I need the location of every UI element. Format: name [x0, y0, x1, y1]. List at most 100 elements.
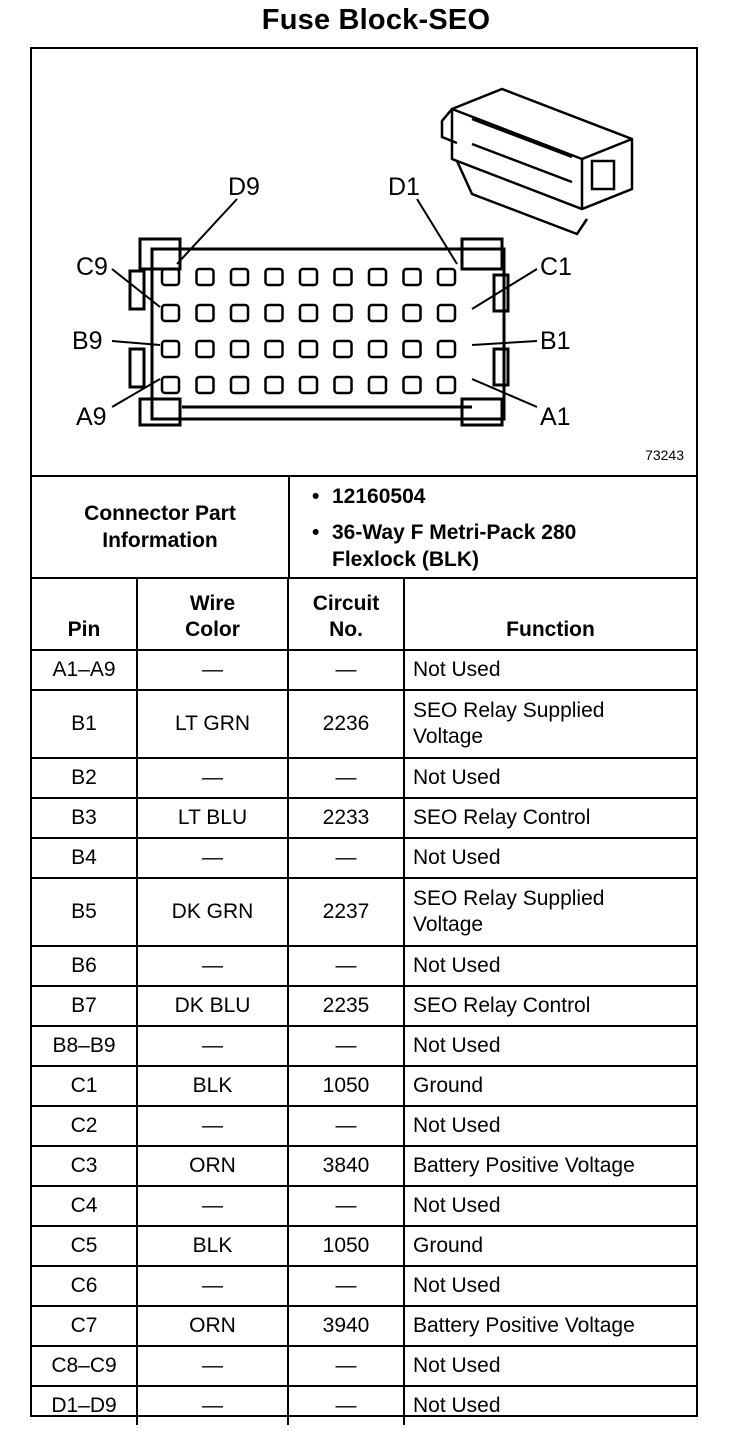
pin-cavity	[160, 339, 181, 359]
page-title: Fuse Block-SEO	[261, 4, 491, 36]
cell-pin: C1	[32, 1065, 138, 1107]
cell-circuit: —	[287, 945, 405, 987]
pin-cavity	[264, 303, 284, 323]
cell-function: SEO Relay Control	[403, 985, 696, 1027]
cell-pin: C5	[32, 1225, 138, 1267]
pin-cavity	[229, 339, 250, 359]
cell-circuit: 1050	[287, 1065, 405, 1107]
cell-circuit: —	[287, 649, 405, 691]
cell-function: Not Used	[403, 757, 696, 799]
cell-wire-color: BLK	[136, 1065, 289, 1107]
pin-cavity	[264, 339, 284, 359]
pin-cavities	[160, 267, 457, 395]
table-row: B8–B9——Not Used	[32, 1025, 696, 1067]
cell-function: Not Used	[403, 945, 696, 987]
cell-pin: C6	[32, 1265, 138, 1307]
cell-wire-color: —	[136, 1385, 289, 1425]
table-row: C4——Not Used	[32, 1185, 696, 1227]
cell-function: Battery Positive Voltage	[403, 1305, 696, 1347]
pin-cavity	[298, 303, 319, 323]
pin-cavity	[264, 375, 284, 395]
pin-cavity	[367, 267, 388, 287]
cell-function: SEO Relay Control	[403, 797, 696, 839]
cell-wire-color: —	[136, 1185, 289, 1227]
cell-wire-color: —	[136, 1265, 289, 1307]
pin-cavity	[436, 375, 457, 395]
table-row: B2——Not Used	[32, 757, 696, 799]
cell-circuit: 2235	[287, 985, 405, 1027]
pin-cavity	[333, 303, 353, 323]
pin-cavity	[402, 303, 422, 323]
cell-circuit: —	[287, 1025, 405, 1067]
table-row: C2——Not Used	[32, 1105, 696, 1147]
cell-circuit: 2236	[287, 689, 405, 759]
cell-wire-color: DK BLU	[136, 985, 289, 1027]
figure-number: 73243	[645, 447, 684, 463]
pin-cavity	[367, 375, 388, 395]
pin-cavity	[333, 339, 353, 359]
label-d1: D1	[388, 173, 420, 201]
cell-pin: B2	[32, 757, 138, 799]
cell-wire-color: —	[136, 837, 289, 879]
cell-wire-color: —	[136, 757, 289, 799]
cell-wire-color: ORN	[136, 1145, 289, 1187]
pin-cavity	[402, 339, 422, 359]
cell-circuit: —	[287, 1185, 405, 1227]
pin-cavity	[367, 303, 388, 323]
connector-diagram: D9 D1 C9 C1 B9 B1 A9 A1 73243	[32, 49, 696, 477]
cell-circuit: 2233	[287, 797, 405, 839]
header-wire-color: Wire Color	[136, 579, 289, 651]
pin-cavity	[160, 267, 181, 287]
connector-part-info: Connector Part Information 12160504 36-W…	[32, 477, 696, 579]
label-b9: B9	[72, 327, 103, 355]
cell-wire-color: ORN	[136, 1305, 289, 1347]
cell-wire-color: —	[136, 1105, 289, 1147]
pin-cavity	[367, 339, 388, 359]
cell-function: Not Used	[403, 1345, 696, 1387]
cell-function: SEO Relay Supplied Voltage	[403, 689, 696, 759]
cell-function: Not Used	[403, 1025, 696, 1067]
cell-wire-color: BLK	[136, 1225, 289, 1267]
pin-cavity	[229, 303, 250, 323]
pin-cavity	[333, 267, 353, 287]
table-header-row: Pin Wire Color Circuit No. Function	[32, 579, 696, 651]
part-number: 12160504	[312, 485, 426, 509]
cell-circuit: —	[287, 1345, 405, 1387]
cell-circuit: —	[287, 837, 405, 879]
cell-wire-color: —	[136, 1025, 289, 1067]
cell-pin: A1–A9	[32, 649, 138, 691]
cell-circuit: —	[287, 757, 405, 799]
pin-cavity	[160, 375, 181, 395]
table-row: B4——Not Used	[32, 837, 696, 879]
pin-cavity	[333, 375, 353, 395]
cell-pin: B3	[32, 797, 138, 839]
cell-function: Ground	[403, 1065, 696, 1107]
cell-circuit: —	[287, 1105, 405, 1147]
cell-function: Not Used	[403, 837, 696, 879]
cell-pin: B7	[32, 985, 138, 1027]
cell-wire-color: LT GRN	[136, 689, 289, 759]
cell-pin: B1	[32, 689, 138, 759]
table-row: D1–D9——Not Used	[32, 1385, 696, 1425]
cell-function: Not Used	[403, 649, 696, 691]
connector-face-drawing	[111, 87, 634, 427]
table-row: A1–A9——Not Used	[32, 649, 696, 691]
pin-cavity	[298, 267, 319, 287]
pin-cavity	[298, 339, 319, 359]
table-row: C8–C9——Not Used	[32, 1345, 696, 1387]
cell-function: Battery Positive Voltage	[403, 1145, 696, 1187]
cell-pin: C4	[32, 1185, 138, 1227]
cell-pin: D1–D9	[32, 1385, 138, 1425]
table-row: B6——Not Used	[32, 945, 696, 987]
cell-pin: C3	[32, 1145, 138, 1187]
cell-circuit: 3840	[287, 1145, 405, 1187]
cell-pin: B8–B9	[32, 1025, 138, 1067]
cell-wire-color: —	[136, 649, 289, 691]
pin-cavity	[229, 375, 250, 395]
cell-function: Not Used	[403, 1105, 696, 1147]
pin-cavity	[195, 339, 215, 359]
